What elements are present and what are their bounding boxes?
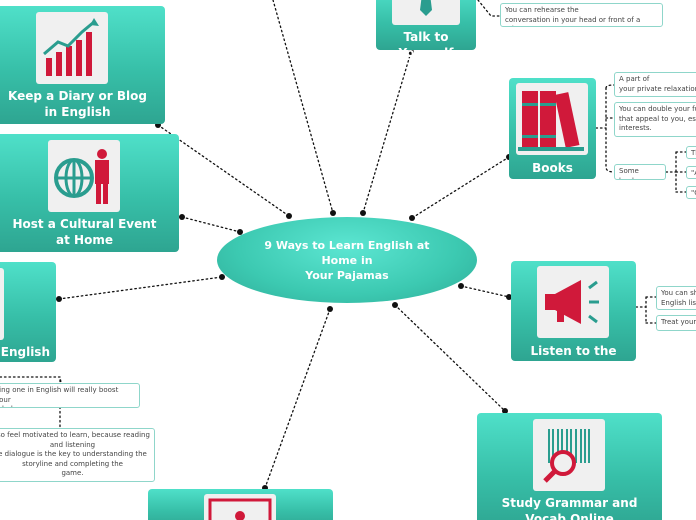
note-talk-rehearse: You can rehearse the conversation in you… xyxy=(500,3,663,27)
topic-host-cultural-event-label: Host a Cultural Event at Home xyxy=(12,217,157,247)
topic-listen-to-radio-label: Listen to the Radio xyxy=(530,344,617,374)
topic-talk-to-yourself[interactable]: Talk to Yourself xyxy=(376,0,476,60)
topic-study-grammar-vocab-label: Study Grammar and Vocab Online xyxy=(501,496,638,520)
central-topic-line-3: Your Pajamas xyxy=(305,269,389,282)
central-topic[interactable]: 9 Ways to Learn English at Home in Your … xyxy=(217,217,477,303)
megaphone-icon xyxy=(537,266,609,338)
note-radio-share: You can sh English lis xyxy=(656,286,696,310)
barcode-magnifier-icon xyxy=(533,419,605,491)
topic-host-cultural-event[interactable]: Host a Cultural Event at Home xyxy=(0,134,179,252)
topic-bottom[interactable] xyxy=(148,489,333,520)
topic-talk-to-yourself-label: Talk to Yourself xyxy=(398,30,454,60)
topic-books[interactable]: Books xyxy=(509,78,596,179)
topic-games-in-english[interactable]: n English xyxy=(0,262,56,362)
game-icon xyxy=(0,268,4,340)
central-topic-line-2: Home in xyxy=(321,254,373,267)
note-book-title-3: "C xyxy=(686,186,696,199)
topic-study-grammar-vocab[interactable]: Study Grammar and Vocab Online xyxy=(477,413,662,520)
note-book-title-1: Th xyxy=(686,146,696,159)
topic-keep-a-diary-label: Keep a Diary or Blog in English xyxy=(8,89,147,119)
topic-books-label: Books xyxy=(532,161,573,175)
books-icon xyxy=(516,83,588,155)
note-games-motivation: lso feel motivated to learn, because rea… xyxy=(0,428,155,482)
note-books-double: You can double your fu that appeal to yo… xyxy=(614,102,696,137)
note-books-relaxation: A part of your private relaxation xyxy=(614,72,696,97)
speaking-person-icon xyxy=(392,0,460,25)
note-radio-treat: Treat your xyxy=(656,315,696,331)
central-topic-line-1: 9 Ways to Learn English at xyxy=(264,239,430,252)
topic-listen-to-radio[interactable]: Listen to the Radio xyxy=(511,261,636,374)
note-book-title-2: "A xyxy=(686,166,696,179)
note-games-vocabulary: ying one in English will really boost yo… xyxy=(0,383,140,408)
picture-icon xyxy=(204,494,276,520)
note-some-books: Some books: xyxy=(614,164,666,180)
topic-games-in-english-label: n English xyxy=(0,345,50,359)
growth-chart-icon xyxy=(36,12,108,84)
topic-keep-a-diary[interactable]: Keep a Diary or Blog in English xyxy=(0,6,165,124)
globe-person-icon xyxy=(48,140,120,212)
